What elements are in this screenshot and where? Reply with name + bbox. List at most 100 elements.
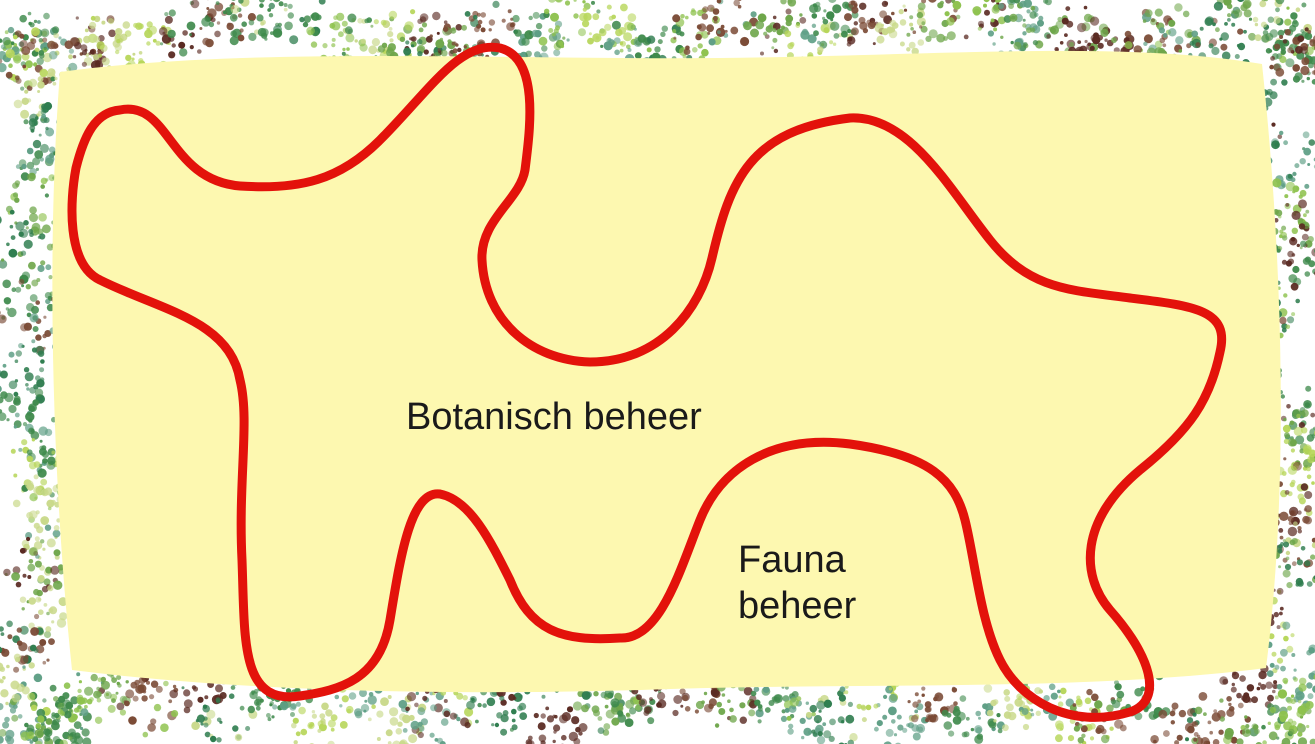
vegetation-speck <box>48 174 56 182</box>
vegetation-speck <box>833 33 840 39</box>
vegetation-speck <box>813 715 823 724</box>
vegetation-speck <box>611 14 616 20</box>
vegetation-speck <box>1276 684 1283 690</box>
vegetation-speck <box>785 685 789 690</box>
vegetation-speck <box>788 723 794 729</box>
vegetation-speck <box>993 719 997 723</box>
vegetation-speck <box>883 694 888 700</box>
vegetation-speck <box>1283 140 1288 146</box>
vegetation-speck <box>45 566 53 574</box>
vegetation-speck <box>1038 15 1044 21</box>
vegetation-speck <box>44 193 50 198</box>
vegetation-speck <box>772 15 777 20</box>
vegetation-speck <box>1307 455 1315 464</box>
vegetation-speck <box>30 431 40 440</box>
vegetation-speck <box>507 9 512 14</box>
vegetation-speck <box>2 37 11 46</box>
vegetation-speck <box>34 560 42 568</box>
vegetation-speck <box>673 36 677 40</box>
vegetation-speck <box>1304 560 1311 567</box>
vegetation-speck <box>443 20 448 25</box>
vegetation-speck <box>1234 54 1240 59</box>
vegetation-speck <box>1009 0 1015 4</box>
vegetation-speck <box>116 675 122 680</box>
vegetation-speck <box>268 13 274 18</box>
vegetation-speck <box>9 209 15 215</box>
vegetation-speck <box>700 30 709 39</box>
vegetation-speck <box>1304 27 1309 32</box>
vegetation-speck <box>1292 265 1300 274</box>
vegetation-speck <box>581 690 591 700</box>
vegetation-speck <box>3 568 11 577</box>
vegetation-speck <box>228 693 235 699</box>
vegetation-speck <box>0 662 4 672</box>
vegetation-speck <box>1244 715 1248 719</box>
vegetation-speck <box>1057 701 1064 707</box>
vegetation-speck <box>447 39 452 44</box>
vegetation-speck <box>15 350 22 357</box>
vegetation-speck <box>886 26 894 34</box>
vegetation-speck <box>338 31 344 38</box>
vegetation-speck <box>1026 27 1032 34</box>
vegetation-speck <box>683 48 691 55</box>
vegetation-speck <box>23 239 33 249</box>
vegetation-speck <box>96 697 102 703</box>
management-zone-boundary <box>67 42 1227 722</box>
vegetation-speck <box>1275 7 1280 13</box>
vegetation-speck <box>891 719 896 724</box>
vegetation-speck <box>1286 645 1294 653</box>
vegetation-speck <box>0 679 4 684</box>
vegetation-speck <box>442 26 449 32</box>
vegetation-speck <box>1267 694 1274 702</box>
vegetation-speck <box>40 28 50 38</box>
vegetation-speck <box>977 20 985 27</box>
vegetation-speck <box>936 33 946 43</box>
vegetation-speck <box>1307 693 1314 700</box>
vegetation-speck <box>44 524 52 531</box>
vegetation-speck <box>149 694 155 700</box>
vegetation-speck <box>1273 63 1280 71</box>
vegetation-speck <box>1297 722 1303 728</box>
vegetation-speck <box>739 716 747 724</box>
vegetation-speck <box>339 704 343 708</box>
vegetation-speck <box>1228 702 1232 707</box>
vegetation-speck <box>475 719 479 724</box>
vegetation-speck <box>403 47 412 56</box>
vegetation-speck <box>42 458 48 464</box>
vegetation-speck <box>1280 394 1286 399</box>
vegetation-speck <box>354 39 358 43</box>
vegetation-speck <box>20 109 30 119</box>
vegetation-speck <box>1174 3 1183 12</box>
vegetation-speck <box>552 714 556 718</box>
vegetation-speck <box>844 690 849 695</box>
vegetation-speck <box>553 49 561 57</box>
vegetation-speck <box>551 32 556 37</box>
vegetation-speck <box>28 261 36 270</box>
vegetation-speck <box>45 154 55 164</box>
vegetation-speck <box>0 58 3 64</box>
vegetation-speck <box>876 720 883 727</box>
vegetation-speck <box>190 0 200 9</box>
vegetation-speck <box>572 701 583 711</box>
vegetation-speck <box>1019 45 1027 52</box>
vegetation-speck <box>96 686 101 691</box>
vegetation-speck <box>1050 692 1058 700</box>
vegetation-speck <box>729 715 737 723</box>
vegetation-speck <box>773 48 779 54</box>
vegetation-speck <box>623 32 633 42</box>
vegetation-speck <box>1260 21 1267 28</box>
vegetation-speck <box>327 740 335 744</box>
vegetation-speck <box>1277 549 1283 554</box>
vegetation-speck <box>10 41 15 45</box>
vegetation-speck <box>132 695 139 702</box>
vegetation-speck <box>606 4 612 10</box>
vegetation-speck <box>1171 702 1179 710</box>
vegetation-speck <box>1174 740 1180 744</box>
vegetation-speck <box>902 727 908 733</box>
vegetation-speck <box>600 44 604 49</box>
vegetation-speck <box>1026 9 1031 14</box>
vegetation-speck <box>371 704 376 709</box>
vegetation-speck <box>1295 691 1305 701</box>
vegetation-speck <box>1268 49 1273 53</box>
